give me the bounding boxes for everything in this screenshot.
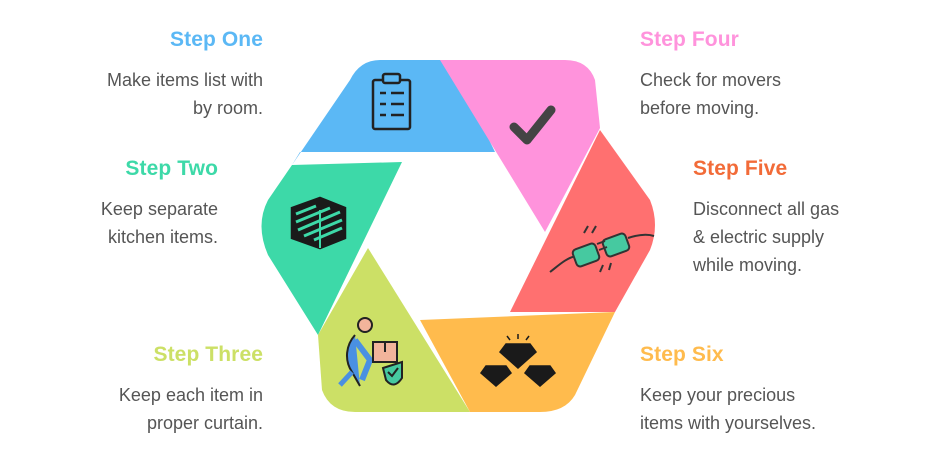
step-two-description: Keep separate kitchen items. (0, 195, 218, 251)
segment-step-one (292, 60, 495, 165)
step-four-title: Step Four (640, 28, 739, 51)
step-five-line-2: & electric supply (693, 227, 825, 247)
step-one-block: Step One Make items list with by room. (0, 28, 263, 122)
box-icon (290, 196, 347, 250)
step-six-line-1: Keep your precious (640, 385, 796, 405)
step-four-block: Step Four Check for movers before moving… (640, 28, 939, 122)
step-three-title: Step Three (153, 343, 263, 366)
step-six-title: Step Six (640, 343, 724, 366)
step-three-block: Step Three Keep each item in proper curt… (0, 343, 263, 437)
step-four-line-2: before moving. (640, 98, 760, 118)
step-three-description: Keep each item in proper curtain. (0, 381, 263, 437)
segment-step-five (510, 130, 655, 312)
step-two-line-2: kitchen items. (107, 227, 218, 247)
diamonds-icon (479, 334, 557, 387)
step-five-line-1: Disconnect all gas (693, 199, 840, 219)
mover-carrying-box-icon (338, 317, 403, 387)
step-five-title: Step Five (693, 157, 788, 180)
step-one-title: Step One (170, 28, 263, 51)
clipboard-checklist-icon (371, 72, 412, 131)
step-one-description: Make items list with by room. (0, 66, 263, 122)
step-five-line-3: while moving. (693, 255, 803, 275)
step-three-line-1: Keep each item in (118, 385, 263, 405)
step-three-line-2: proper curtain. (146, 413, 263, 433)
step-four-line-1: Check for movers (640, 70, 782, 90)
step-two-block: Step Two Keep separate kitchen items. (0, 157, 218, 251)
unplugged-cable-icon (549, 225, 655, 273)
step-two-line-1: Keep separate (100, 199, 218, 219)
step-two-title: Step Two (125, 157, 218, 180)
step-six-line-2: items with yourselves. (640, 413, 817, 433)
segment-step-four (440, 60, 600, 232)
step-four-description: Check for movers before moving. (640, 66, 939, 122)
step-five-description: Disconnect all gas & electric supply whi… (693, 195, 939, 279)
checkmark-icon (509, 105, 556, 145)
step-one-line-2: by room. (192, 98, 263, 118)
step-one-line-1: Make items list with (106, 70, 263, 90)
step-six-block: Step Six Keep your precious items with y… (640, 343, 939, 437)
step-five-block: Step Five Disconnect all gas & electric … (693, 157, 939, 279)
step-six-description: Keep your precious items with yourselves… (640, 381, 939, 437)
